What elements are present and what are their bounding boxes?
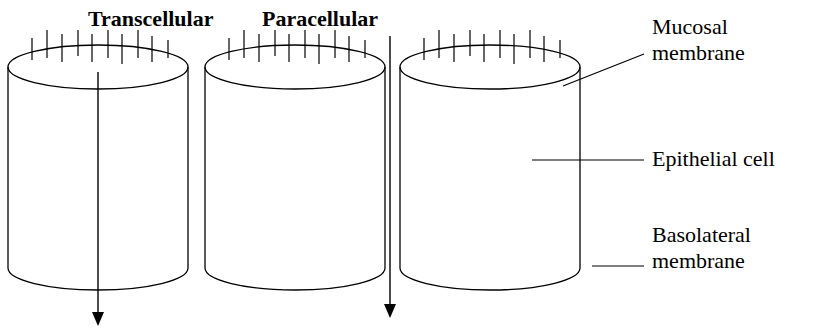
pathway-title: Paracellular (262, 6, 378, 32)
leader-lines (532, 54, 644, 266)
pathway-title: Transcellular (88, 6, 213, 32)
epithelial-cell-shape (205, 30, 385, 290)
part-label: Basolateral membrane (652, 222, 782, 275)
part-label: Epithelial cell (652, 146, 832, 172)
paracellular-arrow (384, 36, 396, 318)
transcellular-arrow (92, 72, 104, 326)
part-label: Mucosal membrane (652, 14, 772, 67)
